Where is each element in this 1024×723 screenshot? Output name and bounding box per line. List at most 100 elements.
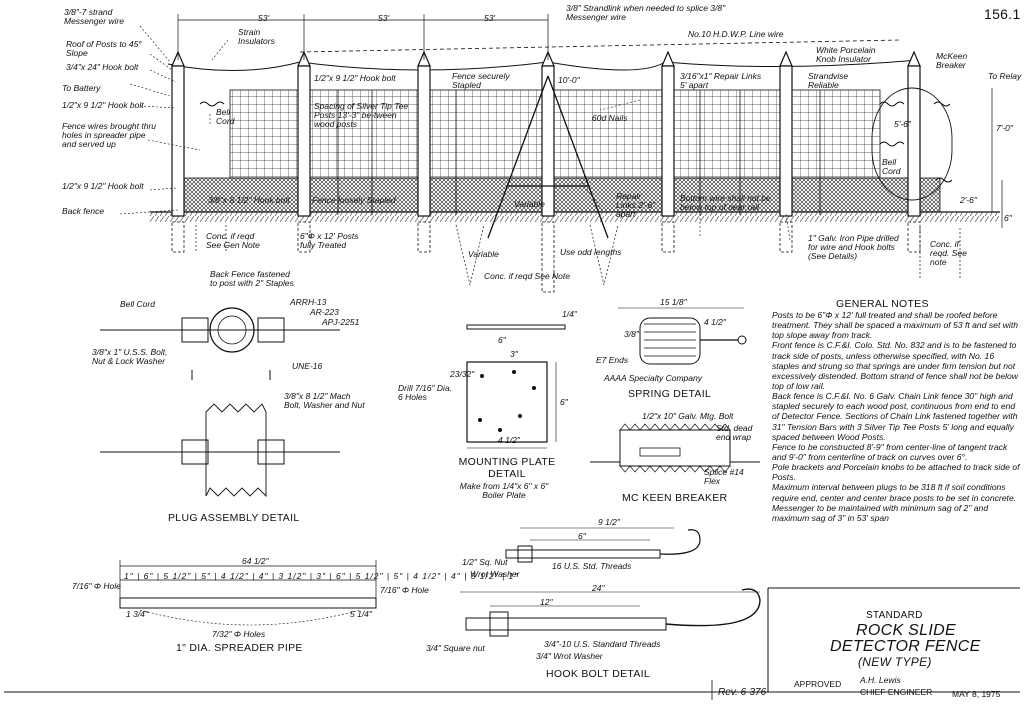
label-spring-ends: E7 Ends — [596, 355, 629, 365]
label-hole-left: 7/16" Φ Hole — [72, 581, 121, 591]
label-bell-cord-2: Bell Cord — [882, 157, 901, 176]
label-hook-mid: 1/2"x 9 1/2" Hook bolt — [314, 73, 396, 83]
dim-spring-length: 15 1/8" — [660, 297, 687, 307]
label-bottom-wire: Bottom wire shall not be below top of ne… — [680, 193, 771, 212]
dim-plate-x: 4 1/2" — [498, 435, 520, 445]
label-wrot-washer-2: 3/4" Wrot Washer — [536, 651, 603, 661]
dim-span-3: 53' — [484, 13, 496, 23]
label-spring-company: AAAA Specialty Company — [604, 373, 702, 383]
label-10-threads: 3/4"-10 U.S. Standard Threads — [544, 639, 661, 649]
dim-hook-bottom-len: 24" — [592, 583, 605, 593]
title-block-frame — [4, 587, 1020, 700]
label-dead-end: Std. dead end wrap — [716, 423, 753, 442]
fence-elevation — [119, 14, 1003, 293]
label-back-fastened: Back Fence fastened to post with 2" Stap… — [210, 269, 294, 288]
label-repair-links: 3/16"x1" Repair Links 5' apart — [680, 71, 762, 90]
hook-bolt-drawing — [460, 527, 761, 637]
dim-plate-side: 23/32" — [450, 369, 475, 379]
dim-plate-6: 6" — [498, 335, 506, 345]
note-paragraph: Back fence is C.F.&I. No. 6 Galv. Chain … — [772, 391, 1018, 442]
label-variable-2: Variable — [468, 249, 499, 259]
label-apj: APJ-2251 — [322, 317, 360, 327]
dim-6in: 6" — [1004, 213, 1012, 223]
label-white-porcelain: White Porcelain Knob Insulator — [816, 45, 876, 64]
label-strandlink: 3/8" Strandlink when needed to splice 3/… — [566, 3, 726, 22]
note-paragraph: Messenger to be maintained with minimum … — [772, 502, 989, 523]
general-notes: Posts to be 6"Φ x 12' full treated and s… — [772, 310, 1020, 523]
label-breaker-bolt: 1/2"x 10" Galv. Mtg. Bolt — [642, 411, 734, 421]
label-16-threads: 16 U.S. Std. Threads — [552, 561, 632, 571]
general-notes-heading: GENERAL NOTES — [836, 298, 929, 310]
label-hook-left: 1/2"x 9 1/2" Hook bolt — [62, 100, 144, 110]
label-sq-nut: 1/2" Sq. Nut — [462, 557, 508, 567]
dim-5-6: 5'-6" — [894, 119, 911, 129]
label-to-relay: To Relay — [988, 71, 1022, 81]
plug-assembly-caption: PLUG ASSEMBLY DETAIL — [168, 512, 300, 524]
plug-assembly-drawing — [100, 307, 340, 498]
approved-signature: A.H. Lewis — [860, 675, 901, 685]
dim-plate-y: 6" — [560, 397, 568, 407]
mounting-plate-drawing — [466, 324, 566, 449]
label-arrh: ARRH-13 — [290, 297, 327, 307]
label-uss-bolt: 3/8"x 1" U.S.S. Bolt, Nut & Lock Washer — [92, 347, 168, 366]
label-posts: 6"Φ x 12' Posts fully Treated — [300, 231, 359, 250]
title-rock-slide: ROCK SLIDE — [856, 622, 956, 639]
title-new-type: (NEW TYPE) — [858, 655, 932, 669]
dim-hook-top-len: 9 1/2" — [598, 517, 620, 527]
dim-hook-bottom-thread: 12" — [540, 597, 553, 607]
label-plug-bell-cord: Bell Cord — [120, 299, 155, 309]
label-wrot-washer: Wrot Washer — [470, 569, 520, 579]
approval-date: MAY 8, 1975 — [952, 689, 1001, 699]
mounting-plate-caption: MOUNTING PLATE DETAIL — [458, 456, 556, 480]
label-galv-pipe: 1" Galv. Iron Pipe drilled for wire and … — [808, 233, 899, 261]
label-use-odd: Use odd lengths — [560, 247, 622, 257]
label-conc-see: Conc. if reqd. See note — [930, 239, 967, 267]
dim-plate-top: 1/4" — [562, 309, 577, 319]
spring-drawing — [618, 307, 747, 365]
label-back-fence: Back fence — [62, 206, 105, 216]
label-roof: Roof of Posts to 45° Slope — [66, 39, 142, 58]
label-hole-right: 7/16" Φ Hole — [380, 585, 429, 595]
dim-end-right: 5 1/4" — [350, 609, 372, 619]
label-hook-858: 3/8"x 8 1/2" Hook bolt — [208, 195, 290, 205]
sheet-number: 156.1 — [984, 6, 1021, 22]
spacing-values: 1" | 6" | 5 1/2" | 5" | 4 1/2" | 4" | 3 … — [124, 571, 519, 581]
approved-label: APPROVED — [794, 679, 842, 689]
label-hook-top: 3/4"x 24" Hook bolt — [66, 62, 139, 72]
note-paragraph: Pole brackets and Porcelain knobs to be … — [772, 462, 1020, 483]
label-strain-insulators: Strain Insulators — [238, 27, 275, 46]
dim-end-left: 1 3/4" — [126, 609, 148, 619]
mckeen-breaker-caption: MC KEEN BREAKER — [622, 492, 728, 504]
spring-caption: SPRING DETAIL — [628, 388, 712, 400]
hook-bolt-caption: HOOK BOLT DETAIL — [546, 668, 650, 680]
label-hook-lower: 1/2"x 9 1/2" Hook bolt — [62, 181, 144, 191]
revision: Rev. 6-376 — [718, 687, 767, 698]
label-spacing: Spacing of Silver Tip Tee Posts 13'-3" b… — [314, 101, 409, 129]
note-paragraph: Posts to be 6"Φ x 12' full treated and s… — [772, 310, 1018, 341]
label-messenger: 3/8"-7 strand Messenger wire — [64, 7, 124, 26]
note-paragraph: Front fence is C.F.&I. Colo. Std. No. 83… — [772, 340, 1019, 391]
label-mckeen: McKeen Breaker — [936, 51, 968, 70]
label-variable: Variable — [514, 199, 545, 209]
label-60d-nails: 60d Nails — [592, 113, 628, 123]
label-fence-secure: Fence securely Stapled — [452, 71, 510, 90]
dim-span-2: 53' — [378, 13, 390, 23]
dim-hook-top-thread: 6" — [578, 531, 586, 541]
dim-span-1: 53' — [258, 13, 270, 23]
mckeen-breaker-drawing — [590, 423, 760, 473]
spreader-pipe-drawing — [119, 560, 377, 626]
label-conc-reqd: Conc. if reqd See Gen Note — [206, 231, 260, 250]
label-ar223: AR-223 — [310, 307, 339, 317]
label-holes: 7/32" Φ Holes — [212, 629, 266, 639]
dim-spring-a: 3/8" — [624, 329, 639, 339]
label-repair: Repair Links 2'-6" apart — [616, 191, 656, 219]
label-fence-wires: Fence wires brought thru holes in spread… — [62, 121, 157, 149]
label-drill: Drill 7/16" Dia. 6 Holes — [398, 383, 453, 402]
dim-10ft: 10'-0" — [558, 75, 580, 85]
label-fence-loose: Fence loosely Stapled — [312, 195, 396, 205]
dim-overall: 64 1/2" — [242, 556, 269, 566]
label-une: UNE-16 — [292, 361, 323, 371]
dim-plate-3: 3" — [510, 349, 518, 359]
